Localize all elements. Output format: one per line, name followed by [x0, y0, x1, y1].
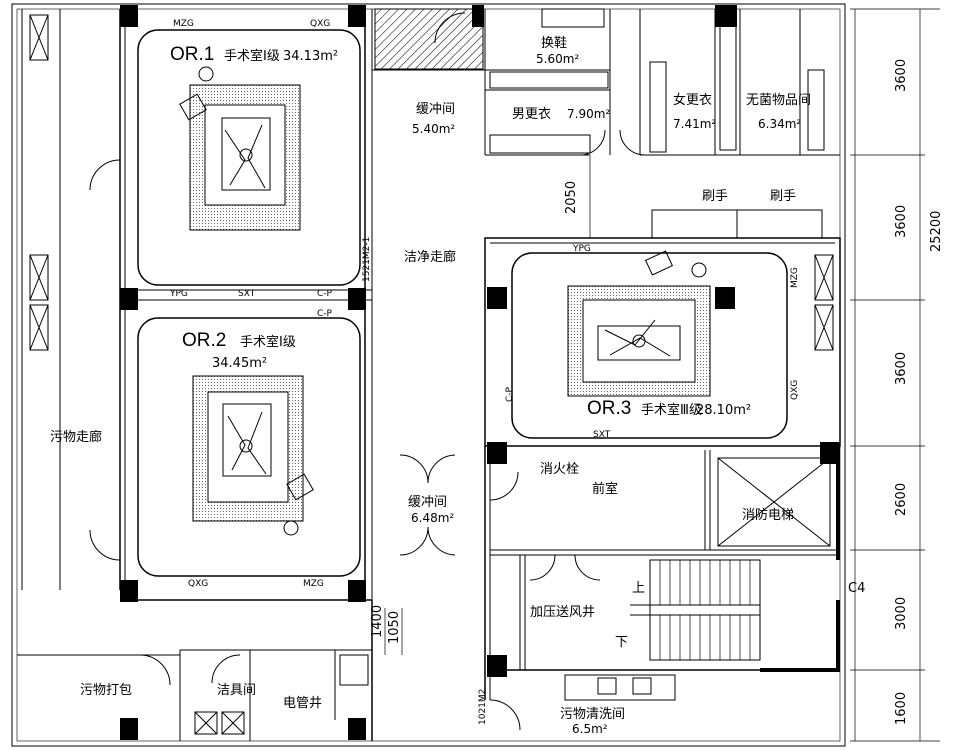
operating-room-3 — [511, 250, 788, 439]
or2-grade: 手术室Ⅰ级 — [240, 334, 296, 350]
or3-tag-sxt: SXT — [593, 430, 611, 440]
cleaning-tools-label: 洁具间 — [217, 683, 256, 698]
dim-right-2: 3600 — [894, 205, 909, 238]
dim-right-6: 1600 — [894, 692, 909, 725]
or2-area: 34.45m² — [212, 356, 267, 371]
or3-tag-qxg: QXG — [790, 380, 800, 400]
or2-tag-cp: C-P — [317, 309, 333, 319]
or2-code: OR.2 — [182, 330, 226, 351]
or3-tag-cp: C-P — [505, 386, 515, 402]
electrical-shaft-label: 电管井 — [283, 696, 322, 711]
shoes-room-area: 5.60m² — [536, 52, 579, 66]
buffer-top-area: 5.40m² — [412, 122, 455, 136]
male-change-name: 男更衣 — [512, 106, 551, 122]
dim-corridor: 2050 — [564, 181, 579, 214]
hand-wash-2: 刷手 — [770, 189, 796, 204]
or1-code: OR.1 — [170, 44, 214, 65]
dim-right-5: 3000 — [894, 597, 909, 630]
dirty-pack-label: 污物打包 — [80, 683, 132, 698]
dimension-lines — [384, 8, 940, 742]
or3-area: 28.10m² — [696, 403, 751, 418]
or1-tag-mzg: MZG — [173, 19, 194, 29]
operating-room-1 — [137, 29, 361, 286]
door-tag-2: 1021M2 — [478, 689, 488, 725]
dim-right-total: 25200 — [929, 211, 944, 252]
sterile-store-name: 无菌物品间 — [746, 93, 811, 108]
dim-vertical-1: 1400 — [370, 605, 385, 638]
fire-elevator-label: 消防电梯 — [742, 507, 794, 523]
buffer-mid-area: 6.48m² — [411, 511, 454, 525]
or-labels: OR.1 手术室Ⅰ级 34.13m² OR.2 手术室Ⅰ级 34.45m² OR… — [170, 44, 751, 419]
or1-tag-qxg: QXG — [310, 19, 330, 29]
axis-label: C4 — [848, 581, 865, 596]
door-tags: 1521M2-1 1021M2 — [362, 237, 488, 725]
front-room-label: 前室 — [592, 481, 618, 497]
dim-right-4: 2600 — [894, 483, 909, 516]
or1-tag-ypg: YPG — [169, 289, 188, 299]
or3-code: OR.3 — [587, 398, 631, 419]
female-change-area: 7.41m² — [673, 117, 716, 131]
or2-tag-mzg: MZG — [303, 579, 324, 589]
dim-right-1: 3600 — [894, 59, 909, 92]
female-change-name: 女更衣 — [673, 92, 712, 108]
stair-up-label: 上 — [632, 581, 645, 596]
dim-right-3: 3600 — [894, 352, 909, 385]
or1-tag-cp: C-P — [317, 289, 333, 299]
buffer-top-name: 缓冲间 — [416, 102, 455, 117]
cleaning-room-name: 污物清洗间 — [560, 707, 625, 722]
shoes-room-name: 换鞋 — [541, 35, 567, 51]
dimension-text: 3600 3600 3600 2600 3000 1600 25200 2050… — [370, 59, 944, 725]
hand-wash-1: 刷手 — [702, 189, 728, 204]
or2-tag-qxg: QXG — [188, 579, 208, 589]
shear-walls — [760, 446, 840, 672]
buffer-mid-name: 缓冲间 — [408, 495, 447, 510]
or3-tag-ypg: YPG — [572, 244, 591, 254]
or3-grade: 手术室Ⅲ级 — [641, 402, 702, 418]
equipment-tags: MZG QXG YPG SXT C-P C-P QXG MZG YPG MZG … — [169, 19, 800, 589]
columns — [120, 5, 840, 740]
cleaning-room-area: 6.5m² — [572, 722, 608, 736]
or1-grade: 手术室Ⅰ级 — [224, 48, 280, 64]
or1-tag-sxt: SXT — [238, 289, 256, 299]
operating-room-2 — [137, 317, 361, 577]
dirty-corridor-label: 污物走廊 — [50, 429, 102, 445]
door-tag-1: 1521M2-1 — [362, 237, 372, 282]
fire-hydrant-label: 消火栓 — [540, 462, 579, 477]
or1-area: 34.13m² — [283, 49, 338, 64]
or3-tag-mzg: MZG — [790, 267, 800, 288]
sterile-store-area: 6.34m² — [758, 117, 801, 131]
clean-corridor-label: 洁净走廊 — [404, 249, 456, 265]
male-change-area: 7.90m² — [567, 107, 610, 121]
dim-vertical-2: 1050 — [387, 611, 402, 644]
stair-down-label: 下 — [615, 635, 628, 650]
room-labels: 换鞋 5.60m² 缓冲间 5.40m² 男更衣 7.90m² 女更衣 7.41… — [50, 35, 865, 736]
pressurized-shaft-label: 加压送风井 — [530, 605, 595, 620]
